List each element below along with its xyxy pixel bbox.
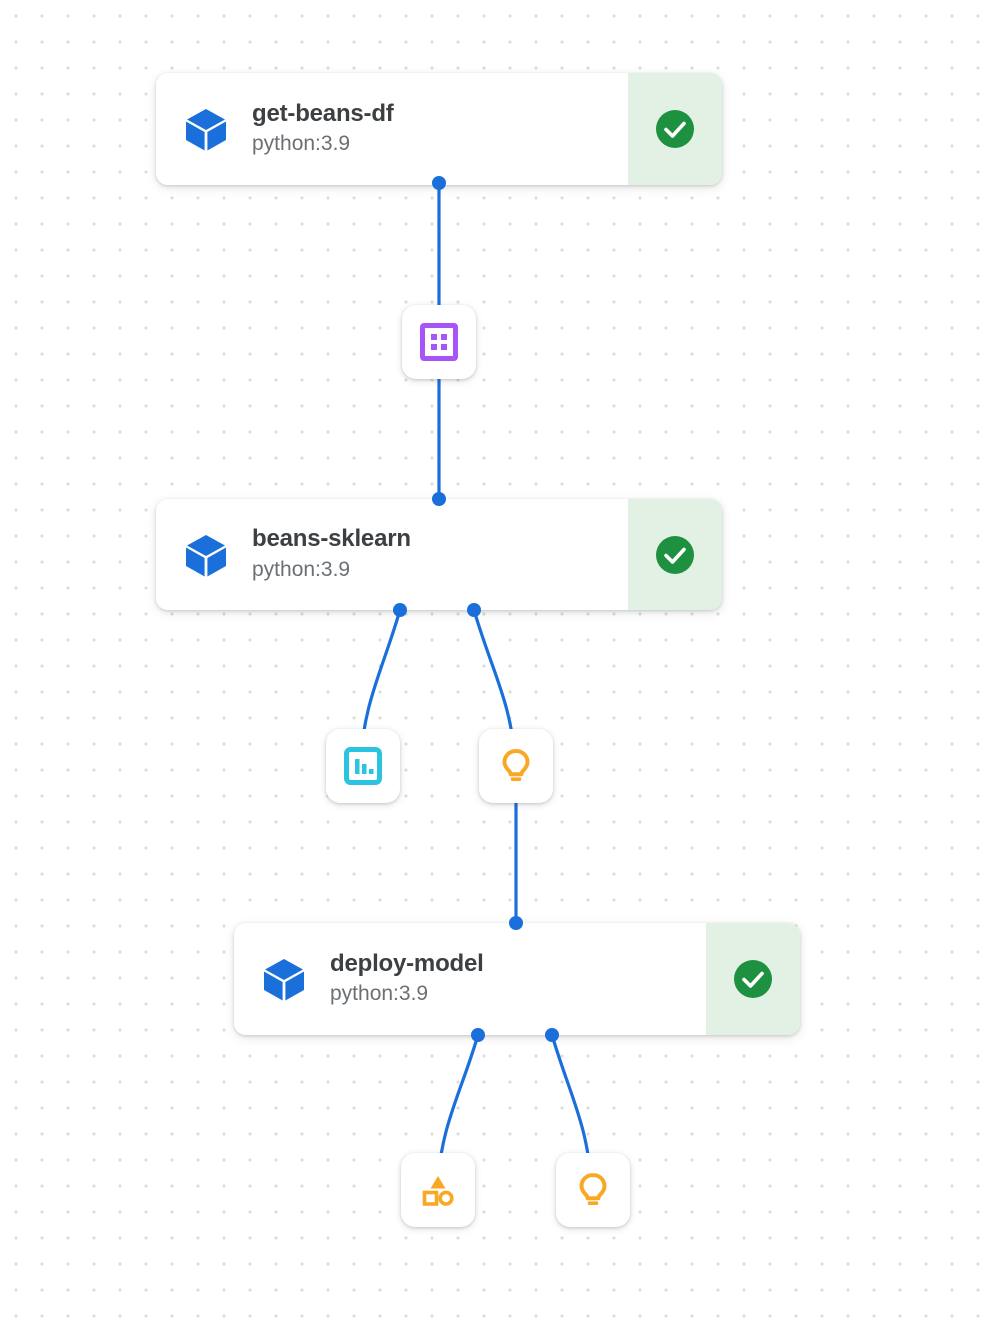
status-badge[interactable]: [628, 73, 722, 185]
cube-icon: [186, 534, 226, 576]
artifact-node-classification[interactable]: [401, 1153, 475, 1227]
bar-chart-icon: [344, 747, 382, 785]
task-node-beans-sklearn[interactable]: beans-sklearn python:3.9: [156, 499, 722, 610]
lightbulb-icon: [502, 749, 530, 781]
output-port-get-beans-df[interactable]: [432, 176, 446, 190]
check-circle-icon: [656, 535, 694, 574]
dataset-icon: [420, 323, 458, 361]
node-subtitle: python:3.9: [252, 132, 351, 156]
node-body: beans-sklearn python:3.9: [156, 499, 628, 610]
input-port-deploy-model[interactable]: [509, 916, 523, 930]
node-text: beans-sklearn python:3.9: [252, 525, 411, 583]
task-node-get-beans-df[interactable]: get-beans-df python:3.9: [156, 73, 722, 185]
output-port-beans-sklearn-right[interactable]: [467, 603, 481, 617]
output-port-deploy-model-right[interactable]: [545, 1028, 559, 1042]
task-node-deploy-model[interactable]: deploy-model python:3.9: [234, 923, 800, 1035]
cube-icon: [264, 959, 304, 1001]
output-port-deploy-model-left[interactable]: [471, 1028, 485, 1042]
status-badge[interactable]: [628, 499, 722, 610]
node-body: deploy-model python:3.9: [234, 923, 706, 1035]
artifact-node-dataset[interactable]: [402, 305, 476, 379]
node-text: deploy-model python:3.9: [330, 950, 484, 1008]
node-body: get-beans-df python:3.9: [156, 73, 628, 185]
node-subtitle: python:3.9: [330, 982, 429, 1006]
check-circle-icon: [656, 110, 694, 148]
artifact-node-metrics[interactable]: [326, 729, 400, 803]
output-port-beans-sklearn-left[interactable]: [393, 603, 407, 617]
cube-icon: [186, 109, 226, 151]
input-port-beans-sklearn[interactable]: [432, 492, 446, 506]
shapes-icon: [422, 1176, 454, 1206]
node-title: deploy-model: [330, 949, 484, 977]
node-title: beans-sklearn: [252, 525, 411, 553]
node-text: get-beans-df python:3.9: [252, 100, 394, 158]
lightbulb-icon: [579, 1173, 607, 1205]
status-badge[interactable]: [706, 923, 800, 1035]
node-subtitle: python:3.9: [252, 557, 351, 581]
node-title: get-beans-df: [252, 99, 394, 127]
check-circle-icon: [734, 960, 772, 998]
artifact-node-insight-2[interactable]: [556, 1153, 630, 1227]
artifact-node-insight-1[interactable]: [479, 729, 553, 803]
